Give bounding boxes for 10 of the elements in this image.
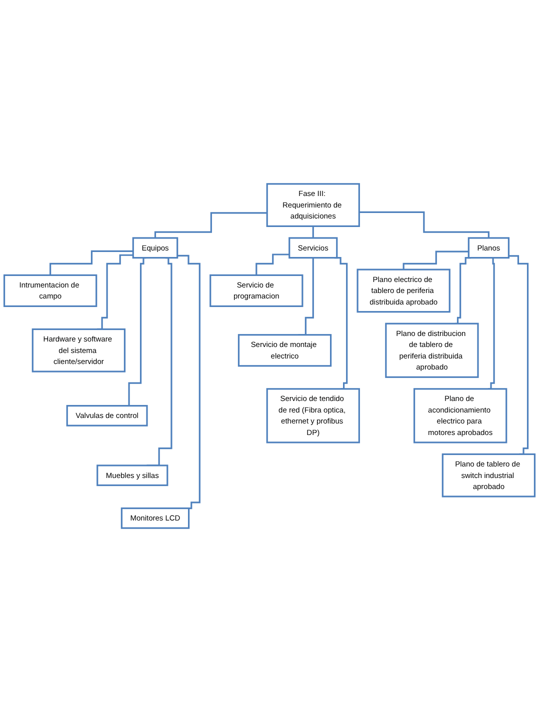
connector (312, 225, 314, 239)
connector (50, 250, 134, 276)
connector (359, 211, 490, 239)
connector (508, 255, 529, 456)
connector (256, 254, 290, 276)
connector (455, 256, 471, 324)
connector (177, 254, 200, 510)
connector (488, 256, 495, 390)
connector (402, 250, 469, 270)
connector (154, 212, 268, 239)
